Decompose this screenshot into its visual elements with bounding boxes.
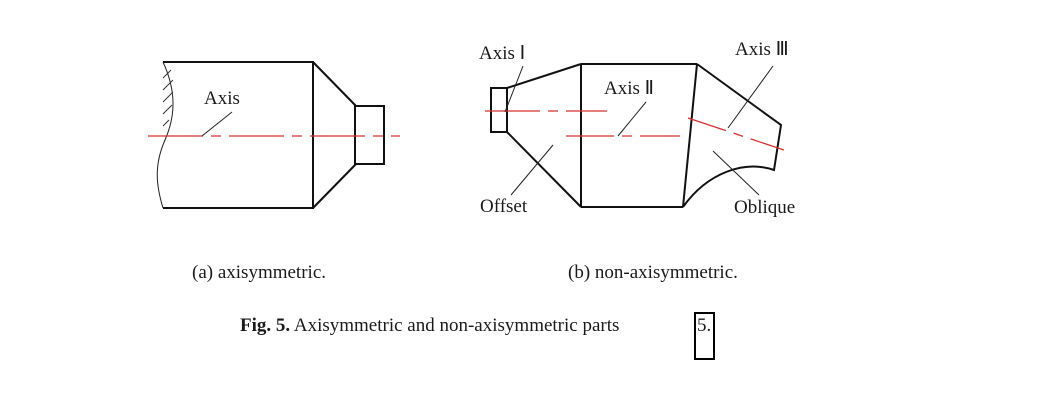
oblique-leader xyxy=(712,150,760,196)
break-hatching xyxy=(162,69,174,127)
caption-prefix: Fig. 5. xyxy=(240,315,290,336)
subcaption-b: (b) non-axisymmetric. xyxy=(568,262,738,283)
axis-3-line xyxy=(687,117,785,151)
axis-leader-a xyxy=(201,111,233,137)
small-cylinder xyxy=(354,105,385,165)
axis-1-leader xyxy=(504,65,524,113)
subcaption-a: (a) axisymmetric. xyxy=(192,262,326,283)
axis-3-leader xyxy=(727,65,774,129)
caption-end: . xyxy=(707,315,712,336)
axisymmetric-part: Axis xyxy=(148,61,400,209)
slanted-edge xyxy=(682,63,698,208)
caption-ref: 5 xyxy=(697,315,707,336)
offset-cylinder xyxy=(490,87,508,133)
offset-taper xyxy=(506,63,582,208)
axis-2-leader xyxy=(617,101,647,137)
non-axisymmetric-part: Axis Ⅰ Axis Ⅱ Axis Ⅲ Offset Oblique xyxy=(479,39,795,218)
break-line xyxy=(156,61,174,209)
axis-1-label: Axis Ⅰ xyxy=(479,43,525,64)
main-cylinder xyxy=(163,61,314,209)
oblique-label: Oblique xyxy=(734,197,795,218)
oblique-branch xyxy=(682,63,783,208)
citation-highlight-box xyxy=(694,312,715,360)
caption-text: Axisymmetric and non-axisymmetric parts xyxy=(290,315,624,336)
axis-label-a: Axis xyxy=(204,88,240,109)
cone-section xyxy=(312,61,357,209)
axis-3-label: Axis Ⅲ xyxy=(735,39,789,60)
axis-2-label: Axis Ⅱ xyxy=(604,78,654,99)
offset-leader xyxy=(510,144,554,196)
figure-caption: Fig. 5. Axisymmetric and non-axisymmetri… xyxy=(240,315,711,336)
offset-label: Offset xyxy=(480,196,528,217)
